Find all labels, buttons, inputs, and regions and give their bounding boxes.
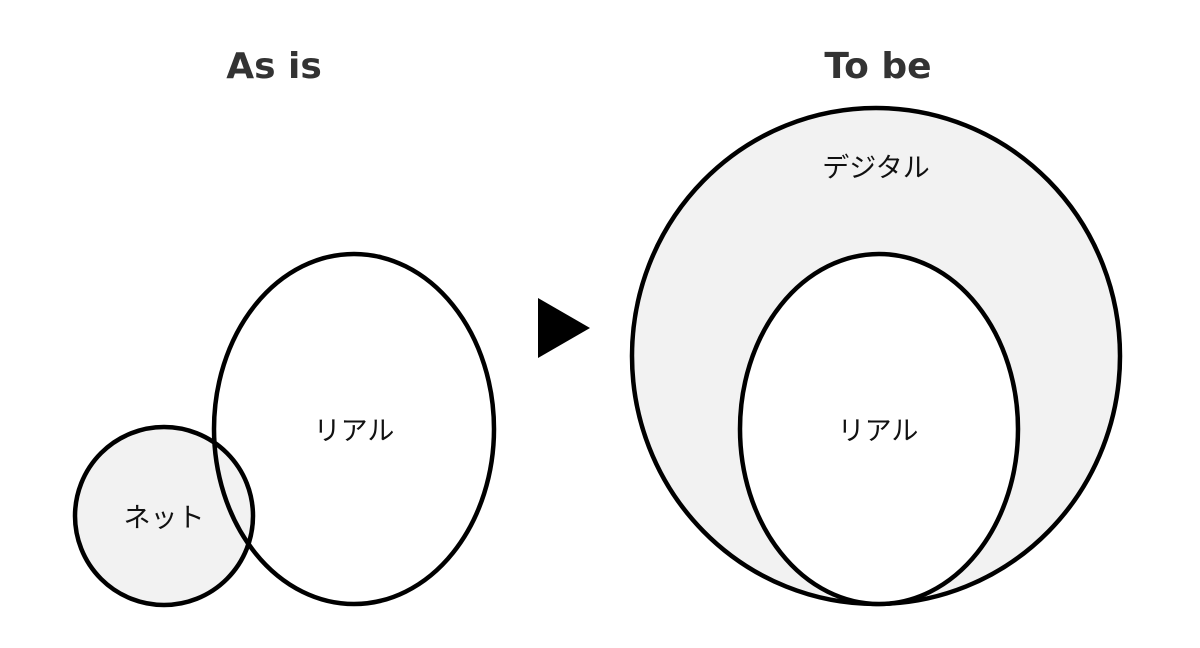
net-label: ネット xyxy=(124,503,205,534)
as-is-title: As is xyxy=(226,46,322,87)
to-be-title: To be xyxy=(824,46,931,87)
real-ellipse-as-is xyxy=(211,251,497,607)
real-ellipse-to-be xyxy=(737,251,1021,607)
net-circle xyxy=(72,424,256,608)
real-label-as-is: リアル xyxy=(314,416,395,447)
to-be-panel: To be デジタル リアル xyxy=(629,46,1123,607)
digital-label: デジタル xyxy=(822,153,929,184)
as-is-panel: As is ネット リアル xyxy=(72,46,497,608)
real-label-to-be: リアル xyxy=(838,416,919,447)
play-triangle-right-icon xyxy=(538,298,590,358)
